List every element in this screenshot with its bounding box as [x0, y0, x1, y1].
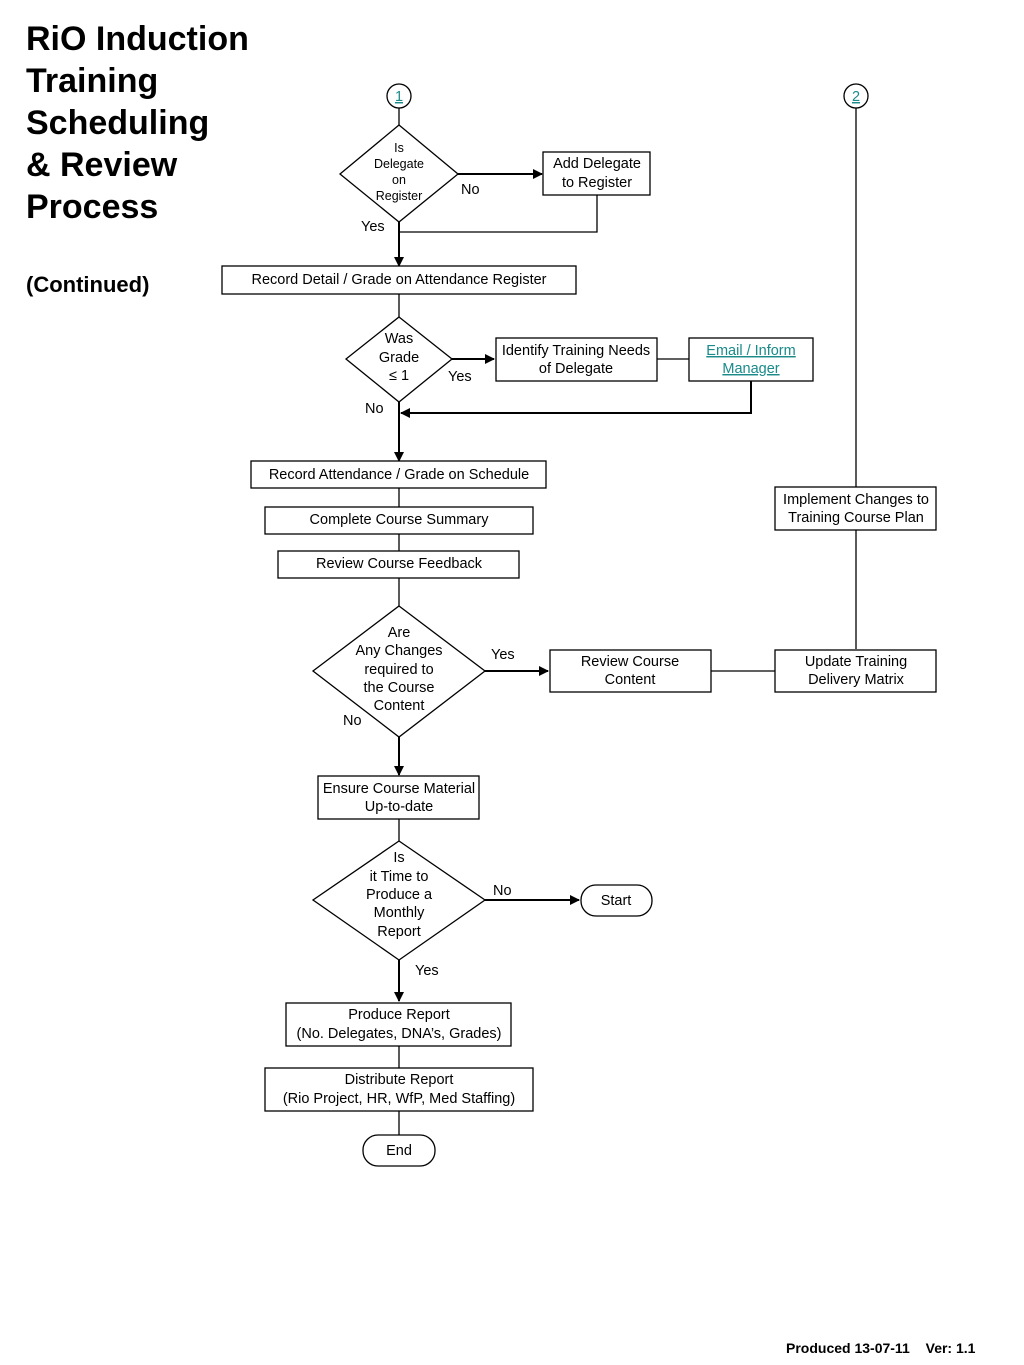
edge-add-delegate-return	[399, 195, 598, 233]
process-line: Add Delegate	[553, 156, 641, 172]
connector-1[interactable]: 1	[386, 83, 412, 109]
terminal-label: End	[386, 1143, 412, 1159]
decision-line: Was	[385, 331, 413, 347]
process-line: (No. Delegates, DNA’s, Grades)	[297, 1026, 502, 1042]
edge-label-no: No	[461, 182, 480, 198]
edges	[394, 108, 857, 1135]
connector-2[interactable]: 2	[843, 83, 869, 109]
edge-label-no: No	[493, 883, 512, 899]
decision-line: the Course	[364, 680, 435, 696]
decision-line: on	[392, 173, 406, 187]
decision-line: Any Changes	[355, 643, 442, 659]
process-email-inform[interactable]: Email / Inform Manager	[688, 337, 814, 382]
process-line: Identify Training Needs	[502, 343, 650, 359]
process-line: of Delegate	[539, 361, 613, 377]
decision-line: ≤ 1	[389, 368, 409, 384]
decision-line: it Time to	[370, 869, 429, 885]
decision-line: required to	[364, 662, 433, 678]
process-line: Produce Report	[348, 1007, 450, 1023]
process-implement-changes: Implement Changes to Training Course Pla…	[774, 486, 937, 531]
process-line: Record Detail / Grade on Attendance Regi…	[252, 272, 547, 288]
page-subtitle: (Continued)	[26, 272, 150, 297]
decision-line: Monthly	[374, 905, 426, 921]
process-line: Ensure Course Material	[323, 781, 475, 797]
connector-2-label[interactable]: 2	[852, 89, 860, 105]
process-ensure-material: Ensure Course Material Up-to-date	[317, 775, 480, 820]
process-identify-needs: Identify Training Needs of Delegate	[495, 337, 658, 382]
edge-label-no: No	[365, 401, 384, 417]
page-title: RiO Induction Training Scheduling & Revi…	[26, 18, 266, 228]
process-produce-report: Produce Report (No. Delegates, DNA’s, Gr…	[285, 1002, 512, 1047]
process-line: Review Course Feedback	[316, 556, 483, 572]
title-line: Process	[26, 188, 159, 226]
decision-line: Grade	[379, 350, 419, 366]
title-line: RiO Induction	[26, 20, 249, 58]
process-review-feedback: Review Course Feedback	[277, 550, 520, 579]
process-line: Complete Course Summary	[310, 512, 490, 528]
process-record-detail: Record Detail / Grade on Attendance Regi…	[221, 265, 577, 295]
terminal-end: End	[362, 1134, 436, 1167]
terminal-start: Start	[580, 884, 653, 917]
process-distribute-report: Distribute Report (Rio Project, HR, WfP,…	[264, 1067, 534, 1112]
decision-changes-required: Are Any Changes required to the Course C…	[311, 605, 487, 738]
version: Ver: 1.1	[925, 1340, 976, 1356]
process-record-attendance: Record Attendance / Grade on Schedule	[250, 460, 547, 489]
process-line: Record Attendance / Grade on Schedule	[269, 467, 529, 483]
process-line: (Rio Project, HR, WfP, Med Staffing)	[283, 1091, 515, 1107]
decision-delegate-on-register: Is Delegate on Register	[338, 124, 460, 223]
process-review-content: Review Course Content	[549, 649, 712, 693]
decision-line: Are	[388, 625, 411, 641]
title-line: Scheduling	[26, 104, 210, 142]
process-line: Delivery Matrix	[808, 672, 905, 688]
edge-label-yes: Yes	[415, 963, 439, 979]
edge-email-return	[400, 381, 752, 418]
title-line: Training	[26, 62, 159, 100]
edge-label-yes: Yes	[361, 219, 385, 235]
connector-1-label[interactable]: 1	[395, 89, 403, 105]
process-update-matrix: Update Training Delivery Matrix	[774, 649, 937, 693]
decision-grade: Was Grade ≤ 1	[344, 316, 454, 403]
decision-monthly-report: Is it Time to Produce a Monthly Report	[311, 840, 487, 961]
decision-line: Is	[394, 141, 404, 155]
edge-label-yes: Yes	[448, 369, 472, 385]
edge-label-no: No	[343, 713, 362, 729]
process-line: Implement Changes to	[783, 492, 929, 508]
process-add-delegate: Add Delegate to Register	[542, 151, 651, 196]
process-line: to Register	[562, 175, 632, 191]
decision-line: Is	[393, 850, 404, 866]
decision-line: Report	[377, 924, 421, 940]
email-inform-link[interactable]: Manager	[722, 361, 779, 377]
process-line: Up-to-date	[365, 799, 434, 815]
decision-line: Delegate	[374, 157, 424, 171]
process-line: Review Course	[581, 654, 679, 670]
email-inform-link[interactable]: Email / Inform	[706, 343, 795, 359]
terminal-label: Start	[601, 893, 632, 909]
process-complete-summary: Complete Course Summary	[264, 506, 534, 535]
process-line: Content	[605, 672, 656, 688]
edge-label-yes: Yes	[491, 647, 515, 663]
process-line: Update Training	[805, 654, 907, 670]
title-line: & Review	[26, 146, 178, 184]
process-line: Training Course Plan	[788, 510, 924, 526]
decision-line: Register	[376, 189, 423, 203]
produced-date: Produced 13-07-11	[786, 1340, 910, 1356]
decision-line: Content	[374, 698, 425, 714]
process-line: Distribute Report	[345, 1072, 454, 1088]
footer: Produced 13-07-11 Ver: 1.1	[786, 1340, 975, 1356]
decision-line: Produce a	[366, 887, 433, 903]
